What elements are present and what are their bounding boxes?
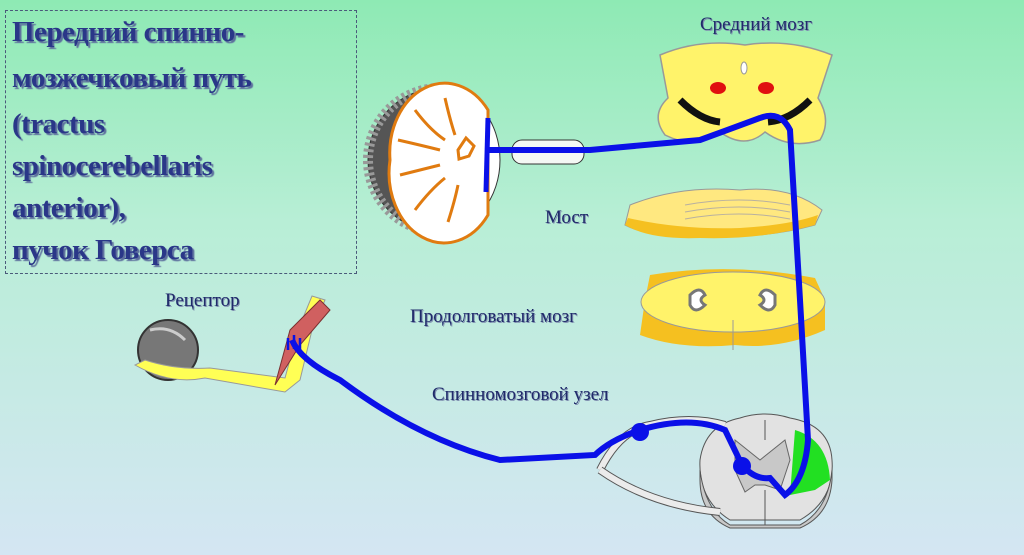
title-line-4: spinocerebellaris xyxy=(12,150,213,182)
title-line-3: (tractus xyxy=(12,108,105,140)
dorsal-horn-neuron xyxy=(733,457,751,475)
receptor-endings xyxy=(286,335,302,350)
pons xyxy=(624,188,823,239)
title-line-6: пучок Говерса xyxy=(12,234,194,266)
medulla-oblongata xyxy=(640,269,826,350)
cerebellum xyxy=(363,81,501,245)
label-ganglion: Спинномозговой узел xyxy=(432,384,609,405)
ganglion-neuron xyxy=(631,423,649,441)
spinocerebellar-pathway xyxy=(289,112,812,500)
pathway-terminal xyxy=(483,117,491,193)
receptor-limb xyxy=(133,295,331,393)
title-line-2: мозжечковый путь xyxy=(12,62,252,94)
title-line-5: anterior), xyxy=(12,192,126,224)
label-midbrain: Средний мозг xyxy=(700,14,813,35)
title-box xyxy=(5,10,357,274)
label-medulla: Продолговатый мозг xyxy=(410,306,577,327)
midbrain xyxy=(657,42,833,145)
title-line-1: Передний спинно- xyxy=(12,16,244,48)
label-pons: Мост xyxy=(545,207,589,228)
label-receptor: Рецептор xyxy=(165,290,240,311)
